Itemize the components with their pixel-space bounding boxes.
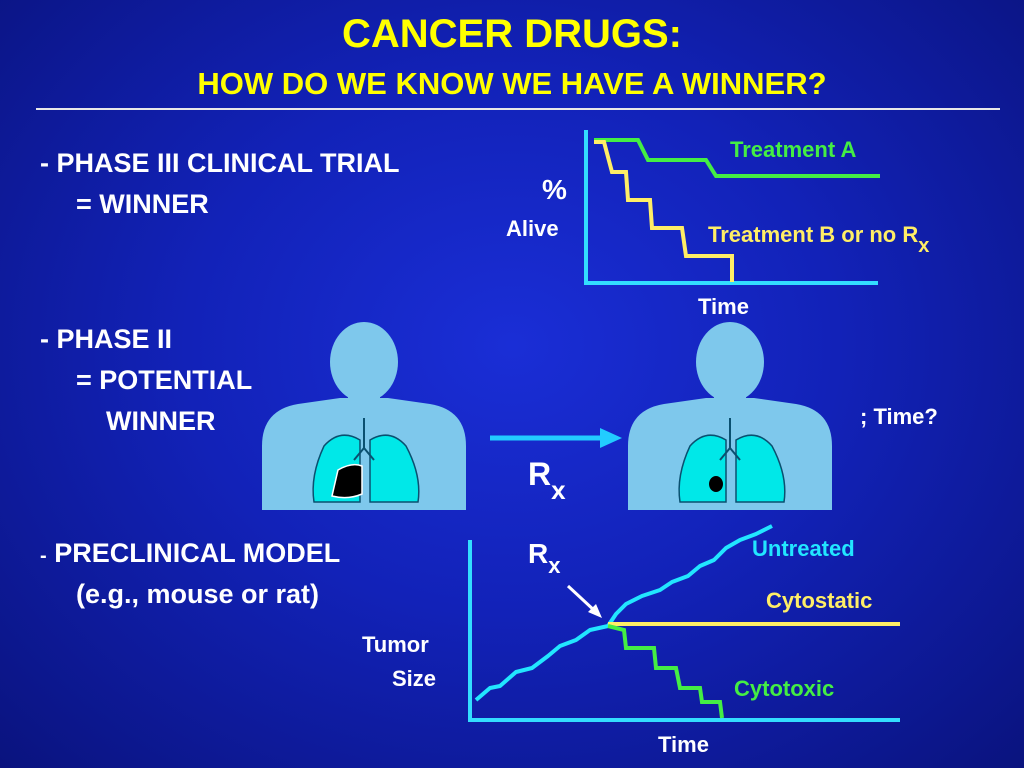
legend-treatment-b: Treatment B or no Rx — [708, 222, 929, 257]
preclinical-label: PRECLINICAL MODEL — [54, 538, 341, 568]
tumor-axes — [468, 540, 900, 722]
survival-ylabel-percent: % — [542, 174, 567, 205]
patient2-torso — [628, 398, 832, 510]
tumor-rx-sub: x — [548, 553, 561, 578]
patients-rx-sub: x — [551, 475, 566, 505]
time-question-note: ; Time? — [860, 404, 938, 429]
patient1-torso — [262, 398, 466, 510]
patient1-tumor — [331, 463, 363, 499]
untreated-curve — [474, 524, 773, 702]
page-title: CANCER DRUGS: — [342, 12, 682, 56]
treatment-a-curve — [594, 138, 880, 178]
phase2-dash: - — [40, 324, 49, 354]
preclinical-line2: (e.g., mouse or rat) — [76, 579, 320, 609]
preclinical-dash: - — [40, 545, 47, 567]
legend-treatment-b-sub: x — [918, 235, 930, 257]
phase2-line3: WINNER — [106, 406, 216, 436]
survival-chart — [584, 130, 880, 285]
patients-rx-main: R — [528, 456, 552, 492]
tumor-rx-main: R — [528, 538, 549, 569]
legend-treatment-a: Treatment A — [730, 137, 857, 162]
legend-cytotoxic: Cytotoxic — [734, 676, 835, 701]
title-divider — [36, 108, 1000, 110]
page-subtitle: HOW DO WE KNOW WE HAVE A WINNER? — [197, 66, 827, 101]
rx-pointer-head — [588, 604, 602, 618]
phase2-line2: = POTENTIAL — [76, 365, 253, 395]
patient2-tumor — [709, 476, 723, 492]
phase3-label: PHASE III CLINICAL TRIAL — [56, 148, 400, 178]
phase3-line2: = WINNER — [76, 189, 209, 219]
rx-pointer-line — [566, 584, 598, 614]
survival-axes — [584, 130, 878, 285]
survival-ylabel-alive: Alive — [506, 216, 559, 241]
legend-cytostatic: Cytostatic — [766, 588, 873, 613]
patient1-head — [330, 322, 398, 402]
phase2-line1: - PHASE II — [40, 322, 172, 356]
patients-rx: Rx — [528, 456, 566, 505]
tumor-chart — [468, 524, 900, 722]
cytotoxic-curve — [607, 624, 724, 719]
phase3-line1: - PHASE III CLINICAL TRIAL — [40, 146, 400, 180]
legend-treatment-b-text: Treatment B or no R — [708, 222, 919, 247]
patient-after-treatment — [628, 322, 832, 510]
patient1-right-lung — [369, 434, 420, 503]
tumor-ylabel-size: Size — [392, 666, 437, 691]
patient-before-treatment — [262, 322, 466, 510]
patient1-trachea — [353, 418, 375, 461]
treatment-b-curve — [594, 140, 734, 282]
tumor-rx: Rx — [528, 538, 560, 578]
patient2-trachea — [719, 418, 741, 461]
treatment-arrow — [490, 428, 622, 448]
phase2-label: PHASE II — [56, 324, 173, 354]
tumor-ylabel-tumor: Tumor — [362, 632, 429, 657]
legend-untreated: Untreated — [752, 536, 855, 561]
patient2-head — [696, 322, 764, 402]
tumor-xlabel: Time — [658, 732, 709, 757]
preclinical-line1: - PRECLINICAL MODEL — [40, 536, 340, 573]
phase3-dash: - — [40, 148, 49, 178]
patient2-right-lung — [735, 434, 786, 503]
survival-xlabel: Time — [698, 294, 749, 319]
